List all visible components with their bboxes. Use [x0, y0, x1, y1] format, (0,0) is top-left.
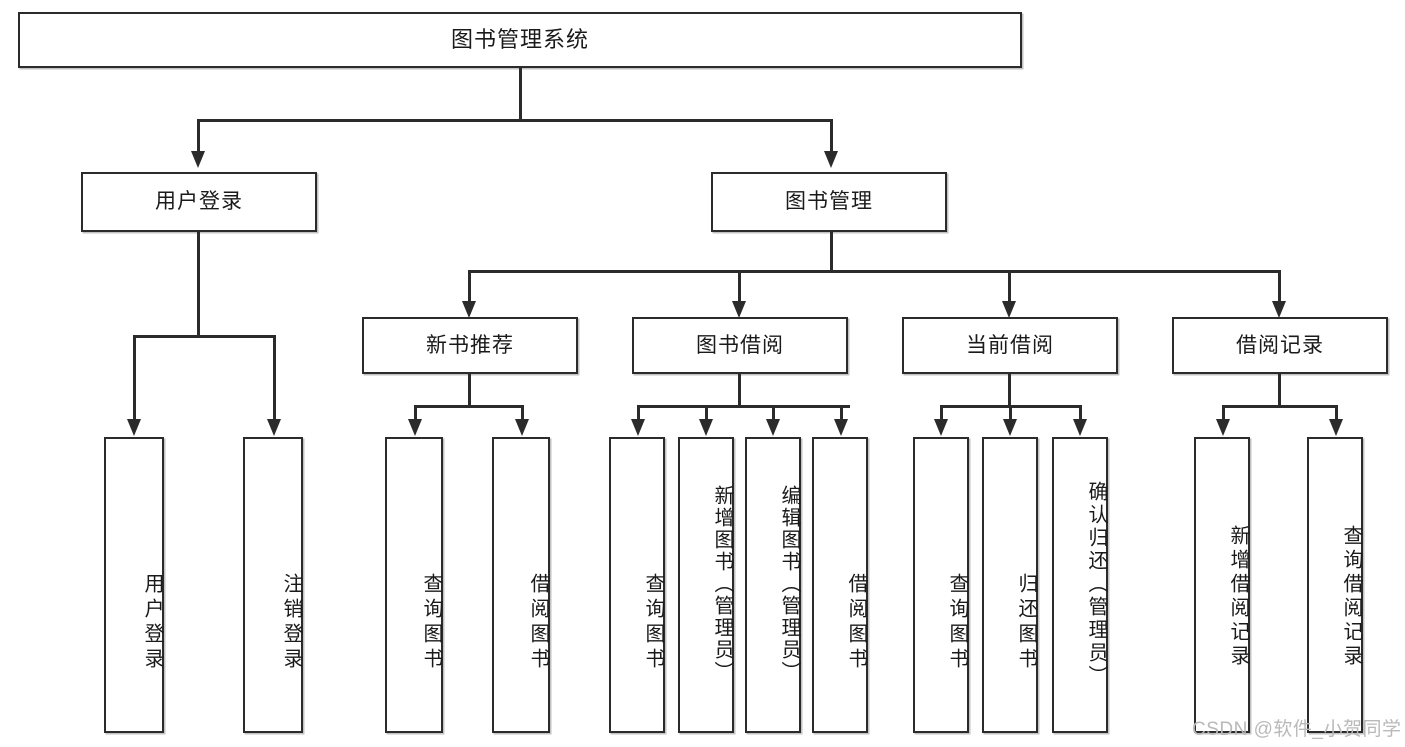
arrow-leaf-query-book-2 — [631, 419, 645, 436]
arrow-leaf-confirm-return — [1073, 419, 1087, 436]
arrow-leaf-return-book — [1003, 419, 1017, 436]
connector-book-borrow-stem — [738, 374, 741, 406]
connector-drop-book-borrow — [738, 270, 741, 302]
connector-drop-leaf-return-book — [1009, 405, 1012, 420]
arrow-leaf-query-borrow-record — [1329, 419, 1343, 436]
leaf-query-borrow-record[interactable]: 查询借阅记录 — [1307, 437, 1363, 733]
connector-new-book-recommend-stem — [468, 374, 471, 406]
arrow-leaf-edit-book — [766, 419, 780, 436]
connector-drop-leaf-borrow-book-1 — [521, 405, 524, 420]
leaf-user-login[interactable]: 用户登录 — [104, 437, 164, 733]
arrow-leaf-add-book — [699, 419, 713, 436]
connector-new-book-recommend-bar — [414, 405, 524, 408]
leaf-confirm-return[interactable]: 确认归还（管理员） — [1052, 437, 1108, 733]
connector-book-management-stem — [830, 232, 833, 271]
connector-level2-bar — [197, 119, 833, 122]
arrow-new-book-recommend — [462, 301, 476, 318]
arrow-borrow-record — [1272, 301, 1286, 318]
arrow-leaf-query-book-3 — [934, 419, 948, 436]
arrow-user-login — [191, 151, 205, 168]
connector-level3-bar — [468, 270, 1281, 273]
leaf-logout-login[interactable]: 注销登录 — [243, 437, 303, 733]
leaf-edit-book[interactable]: 编辑图书（管理员） — [745, 437, 801, 733]
leaf-add-borrow-record[interactable]: 新增借阅记录 — [1194, 437, 1250, 733]
leaf-query-book-1[interactable]: 查询图书 — [385, 437, 443, 733]
connector-drop-leaf-add-borrow-record — [1222, 405, 1225, 420]
arrow-book-management — [824, 151, 838, 168]
connector-drop-leaf-query-book-3 — [940, 405, 943, 420]
arrow-leaf-borrow-book-2 — [834, 419, 848, 436]
connector-current-borrow-stem — [1008, 374, 1011, 406]
connector-drop-leaf-edit-book — [772, 405, 775, 420]
connector-drop-leaf-query-borrow-record — [1335, 405, 1338, 420]
node-book-borrow[interactable]: 图书借阅 — [632, 317, 848, 374]
connector-drop-user-login — [197, 119, 200, 152]
leaf-add-book[interactable]: 新增图书（管理员） — [678, 437, 734, 733]
node-user-login[interactable]: 用户登录 — [81, 172, 317, 232]
connector-drop-leaf-add-book — [705, 405, 708, 420]
connector-borrow-record-stem — [1278, 374, 1281, 406]
node-borrow-record[interactable]: 借阅记录 — [1172, 317, 1388, 374]
arrow-leaf-logout-login — [267, 419, 281, 436]
arrow-leaf-user-login — [127, 419, 141, 436]
connector-drop-leaf-query-book-2 — [637, 405, 640, 420]
leaf-borrow-book-1[interactable]: 借阅图书 — [492, 437, 550, 733]
connector-drop-borrow-record — [1278, 270, 1281, 302]
connector-drop-leaf-borrow-book-2 — [840, 405, 843, 420]
leaf-query-book-2[interactable]: 查询图书 — [609, 437, 665, 733]
csdn-watermark: CSDN @软件_小贺同学 — [1192, 719, 1402, 740]
connector-drop-new-book-recommend — [468, 270, 471, 302]
connector-drop-book-management — [830, 119, 833, 152]
leaf-return-book[interactable]: 归还图书 — [982, 437, 1038, 733]
connector-drop-leaf-user-login — [133, 335, 136, 420]
leaf-borrow-book-2[interactable]: 借阅图书 — [812, 437, 868, 733]
node-book-management[interactable]: 图书管理 — [711, 172, 947, 232]
arrow-leaf-add-borrow-record — [1216, 419, 1230, 436]
connector-drop-leaf-confirm-return — [1079, 405, 1082, 420]
connector-user-login-stem — [197, 232, 200, 336]
connector-borrow-record-bar — [1222, 405, 1338, 408]
node-current-borrow[interactable]: 当前借阅 — [902, 317, 1118, 374]
leaf-query-book-3[interactable]: 查询图书 — [913, 437, 969, 733]
arrow-leaf-borrow-book-1 — [515, 419, 529, 436]
arrow-book-borrow — [732, 301, 746, 318]
connector-drop-leaf-logout-login — [273, 335, 276, 420]
connector-user-login-bar — [133, 335, 276, 338]
node-root-book-management-system[interactable]: 图书管理系统 — [18, 12, 1022, 68]
connector-drop-leaf-query-book-1 — [414, 405, 417, 420]
arrow-leaf-query-book-1 — [408, 419, 422, 436]
connector-book-borrow-bar — [637, 405, 850, 408]
node-new-book-recommend[interactable]: 新书推荐 — [362, 317, 578, 374]
connector-drop-current-borrow — [1008, 270, 1011, 302]
connector-root-stem — [519, 68, 522, 120]
arrow-current-borrow — [1002, 301, 1016, 318]
